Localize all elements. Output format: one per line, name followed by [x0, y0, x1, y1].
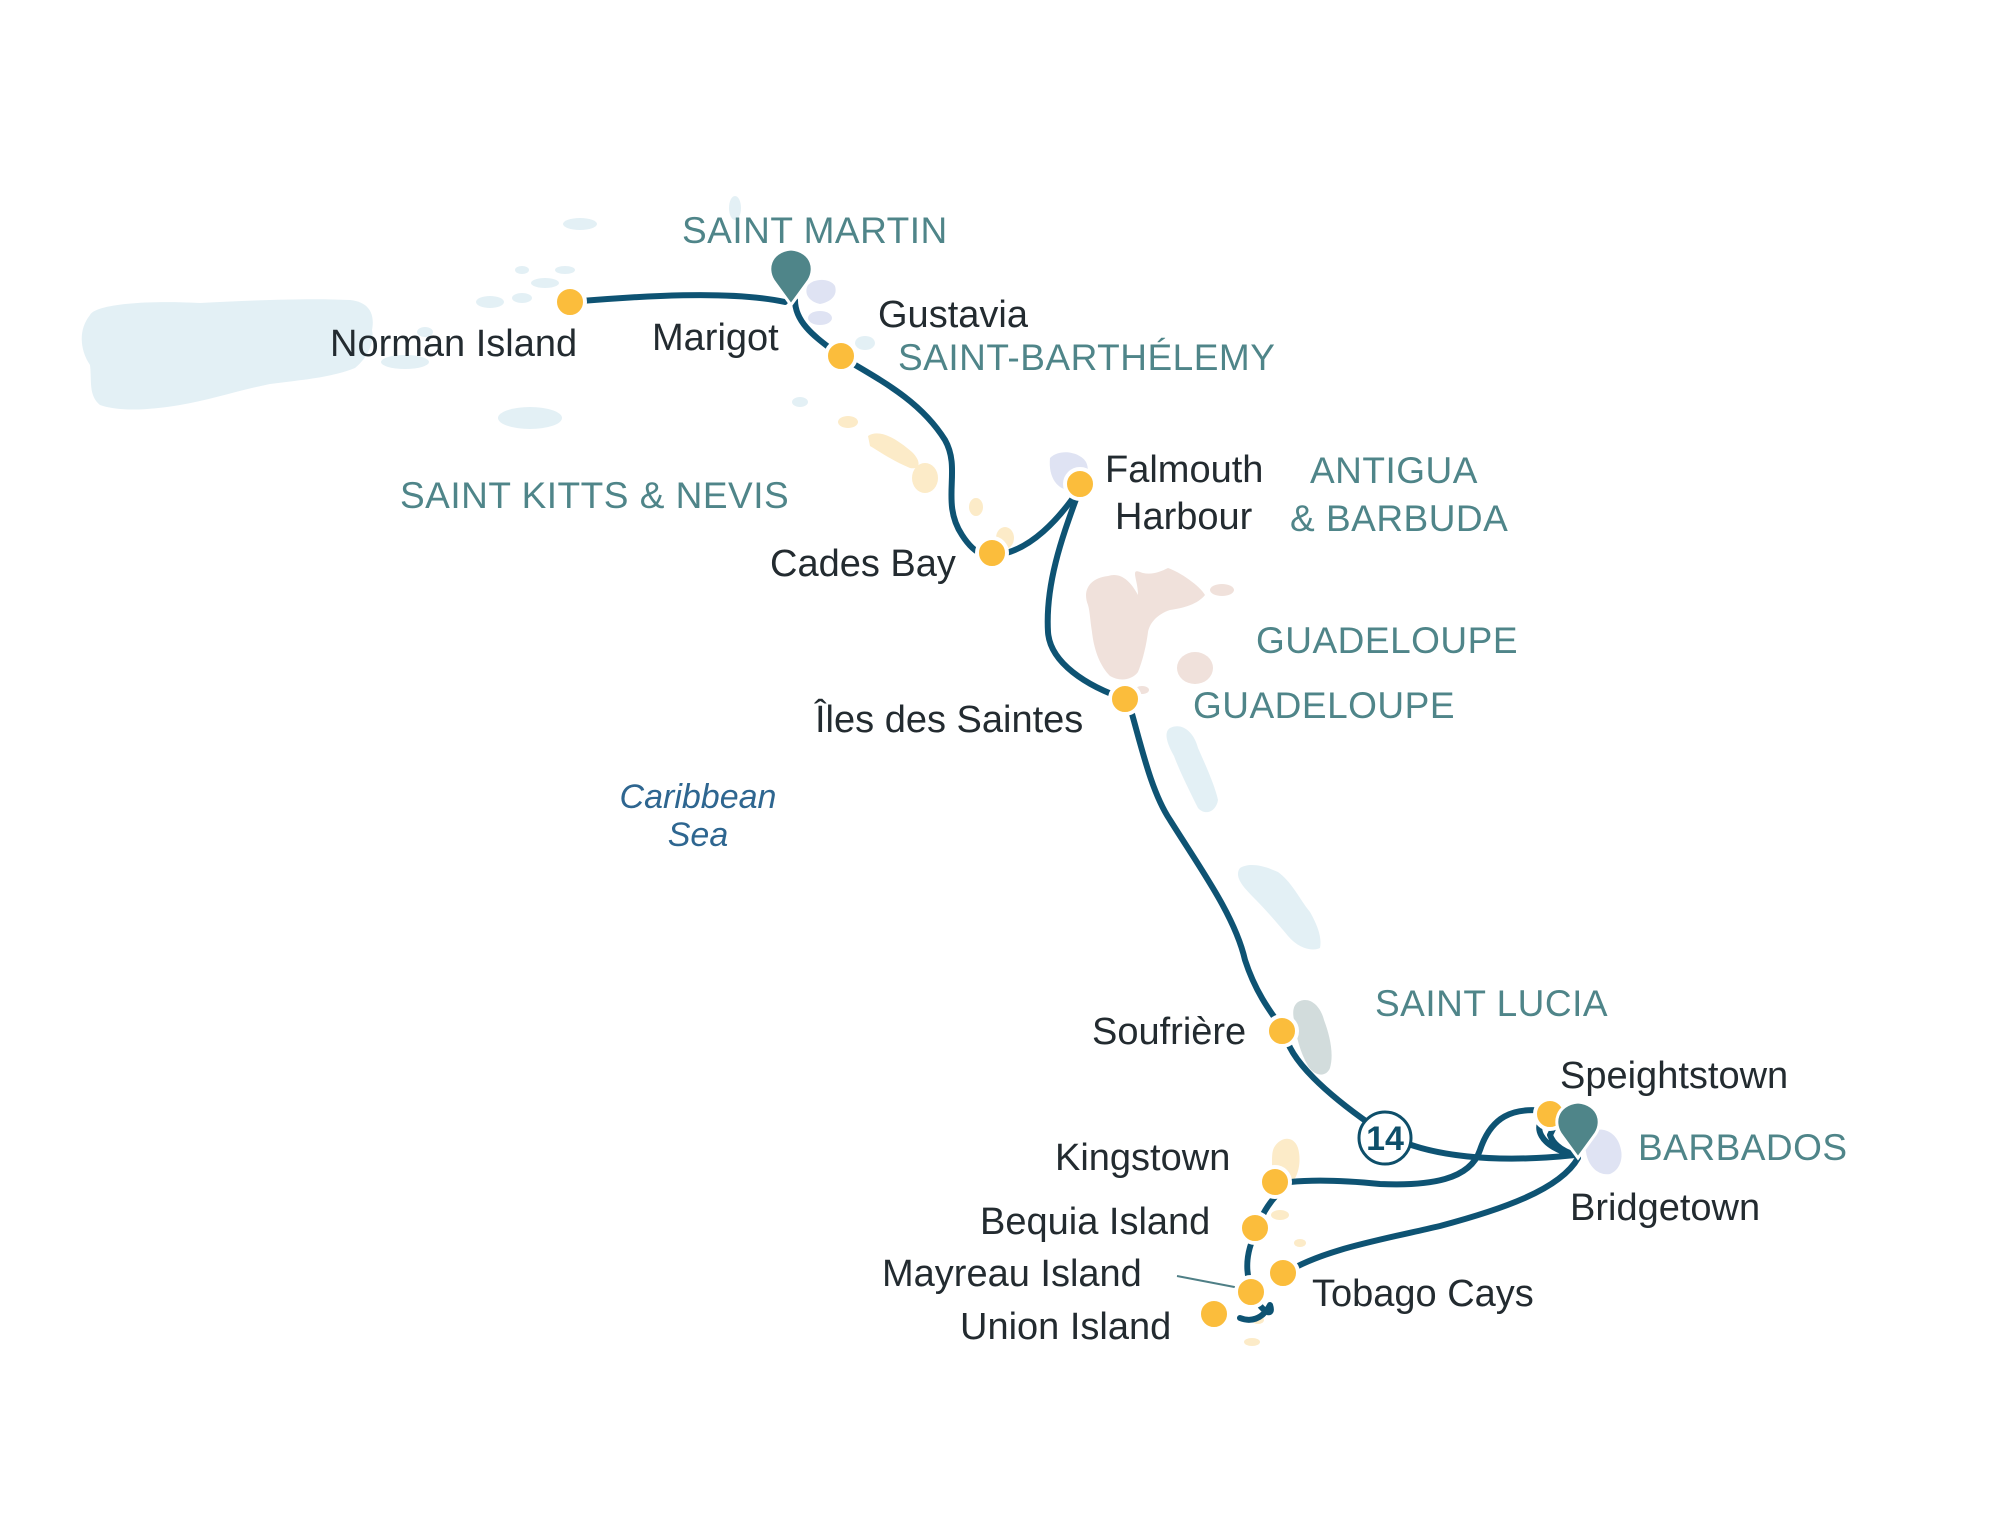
- island-la-desirade: [1210, 584, 1234, 596]
- island-guadeloupe: [1086, 568, 1205, 680]
- island-mustique: [1294, 1239, 1306, 1247]
- island-martinique: [1237, 865, 1321, 950]
- island-puerto-rico: [81, 299, 373, 410]
- island-anegada: [563, 218, 597, 230]
- label-cades-bay: Cades Bay: [770, 543, 956, 585]
- island-montserrat: [969, 498, 983, 516]
- label-union-island: Union Island: [960, 1306, 1171, 1348]
- port-dots: [553, 285, 1567, 1331]
- label-guadeloupe-b: GUADELOUPE: [1193, 685, 1455, 726]
- island-marie-galante: [1177, 652, 1213, 684]
- country-labels: SAINT MARTIN SAINT-BARTHÉLEMY SAINT KITT…: [400, 210, 1848, 1168]
- island-statia: [792, 397, 808, 407]
- port-dot-soufriere: [1265, 1014, 1299, 1048]
- label-guadeloupe-a: GUADELOUPE: [1256, 620, 1518, 661]
- label-kingstown: Kingstown: [1055, 1137, 1230, 1179]
- island-carriacou: [1244, 1338, 1260, 1346]
- route-leg-tobago-bridgetown: [1279, 1155, 1581, 1278]
- label-bridgetown: Bridgetown: [1570, 1187, 1760, 1229]
- island-anguilla: [729, 196, 741, 220]
- label-saint-lucia: SAINT LUCIA: [1375, 983, 1608, 1024]
- duration-badge-text: 14: [1366, 1120, 1404, 1158]
- island-stthomas: [476, 296, 504, 308]
- port-dot-bequia: [1238, 1211, 1272, 1245]
- duration-badge: 14: [1357, 1110, 1413, 1166]
- label-marigot: Marigot: [652, 317, 779, 359]
- port-dot-kingstown: [1258, 1165, 1292, 1199]
- sea-label-line1: Caribbean: [620, 778, 777, 816]
- label-bequia: Bequia Island: [980, 1201, 1210, 1243]
- label-iles-des-saintes: Îles des Saintes: [814, 698, 1083, 741]
- route-leg-gustavia-cades: [837, 353, 998, 559]
- island-st-kitts: [868, 433, 919, 469]
- port-dot-falmouth: [1063, 467, 1097, 501]
- island-bvi-2: [555, 266, 575, 274]
- port-dot-mayreau: [1234, 1275, 1268, 1309]
- label-tobago-cays: Tobago Cays: [1312, 1273, 1534, 1315]
- port-labels: Norman Island Marigot Gustavia Falmouth …: [330, 294, 1788, 1348]
- label-norman-island: Norman Island: [330, 323, 577, 365]
- island-st-barth: [808, 311, 832, 325]
- island-bvi-1: [515, 266, 529, 274]
- port-dot-union-island: [1197, 1297, 1231, 1331]
- sea-label-line2: Sea: [668, 816, 729, 854]
- island-vieques: [381, 355, 429, 369]
- label-soufriere: Soufrière: [1092, 1011, 1246, 1053]
- label-mayreau: Mayreau Island: [882, 1253, 1142, 1295]
- label-speightstown: Speightstown: [1560, 1055, 1788, 1097]
- route-leg-bridgetown-kingstown: [1287, 1107, 1559, 1188]
- map-pin-icon: [1555, 1100, 1601, 1161]
- island-tortola: [531, 278, 559, 288]
- port-dot-tobago-cays: [1266, 1256, 1300, 1290]
- island-barbados: [1585, 1129, 1622, 1175]
- label-saint-barthelemy: SAINT-BARTHÉLEMY: [898, 337, 1275, 378]
- island-saba: [855, 336, 875, 350]
- label-gustavia: Gustavia: [878, 294, 1029, 336]
- label-barbados: BARBADOS: [1638, 1127, 1848, 1168]
- label-saint-martin: SAINT MARTIN: [682, 210, 948, 251]
- port-dot-iles-des-saintes: [1108, 682, 1142, 716]
- port-dot-gustavia: [824, 339, 858, 373]
- label-saint-kitts: SAINT KITTS & NEVIS: [400, 475, 789, 516]
- label-falmouth-1: Falmouth: [1105, 449, 1263, 491]
- island-dominica: [1166, 726, 1218, 813]
- label-antigua-1: ANTIGUA: [1310, 450, 1478, 491]
- island-saint-martin: [806, 279, 836, 304]
- island-stcroix: [498, 407, 562, 429]
- route-leg-bequia-union: [1237, 1225, 1274, 1323]
- island-stjohn: [512, 293, 532, 303]
- sea-label: Caribbean Sea: [620, 778, 777, 854]
- port-dot-cades-bay: [975, 536, 1009, 570]
- island-bequia: [1271, 1210, 1289, 1220]
- island-nevis: [912, 463, 938, 493]
- route-leg-norman-marigot: [567, 292, 788, 305]
- island-culebra: [417, 327, 433, 337]
- island-saint-lucia: [1293, 1000, 1332, 1075]
- port-dot-norman-island: [553, 285, 587, 319]
- label-antigua-2: & BARBUDA: [1290, 498, 1508, 539]
- route-leg-saintes-soufriere: [1125, 697, 1288, 1035]
- label-falmouth-2: Harbour: [1115, 496, 1253, 538]
- route-leg-falmouth-saintes: [1044, 485, 1131, 703]
- map-pin-icon: [768, 247, 814, 308]
- island-small-yellow: [838, 416, 858, 428]
